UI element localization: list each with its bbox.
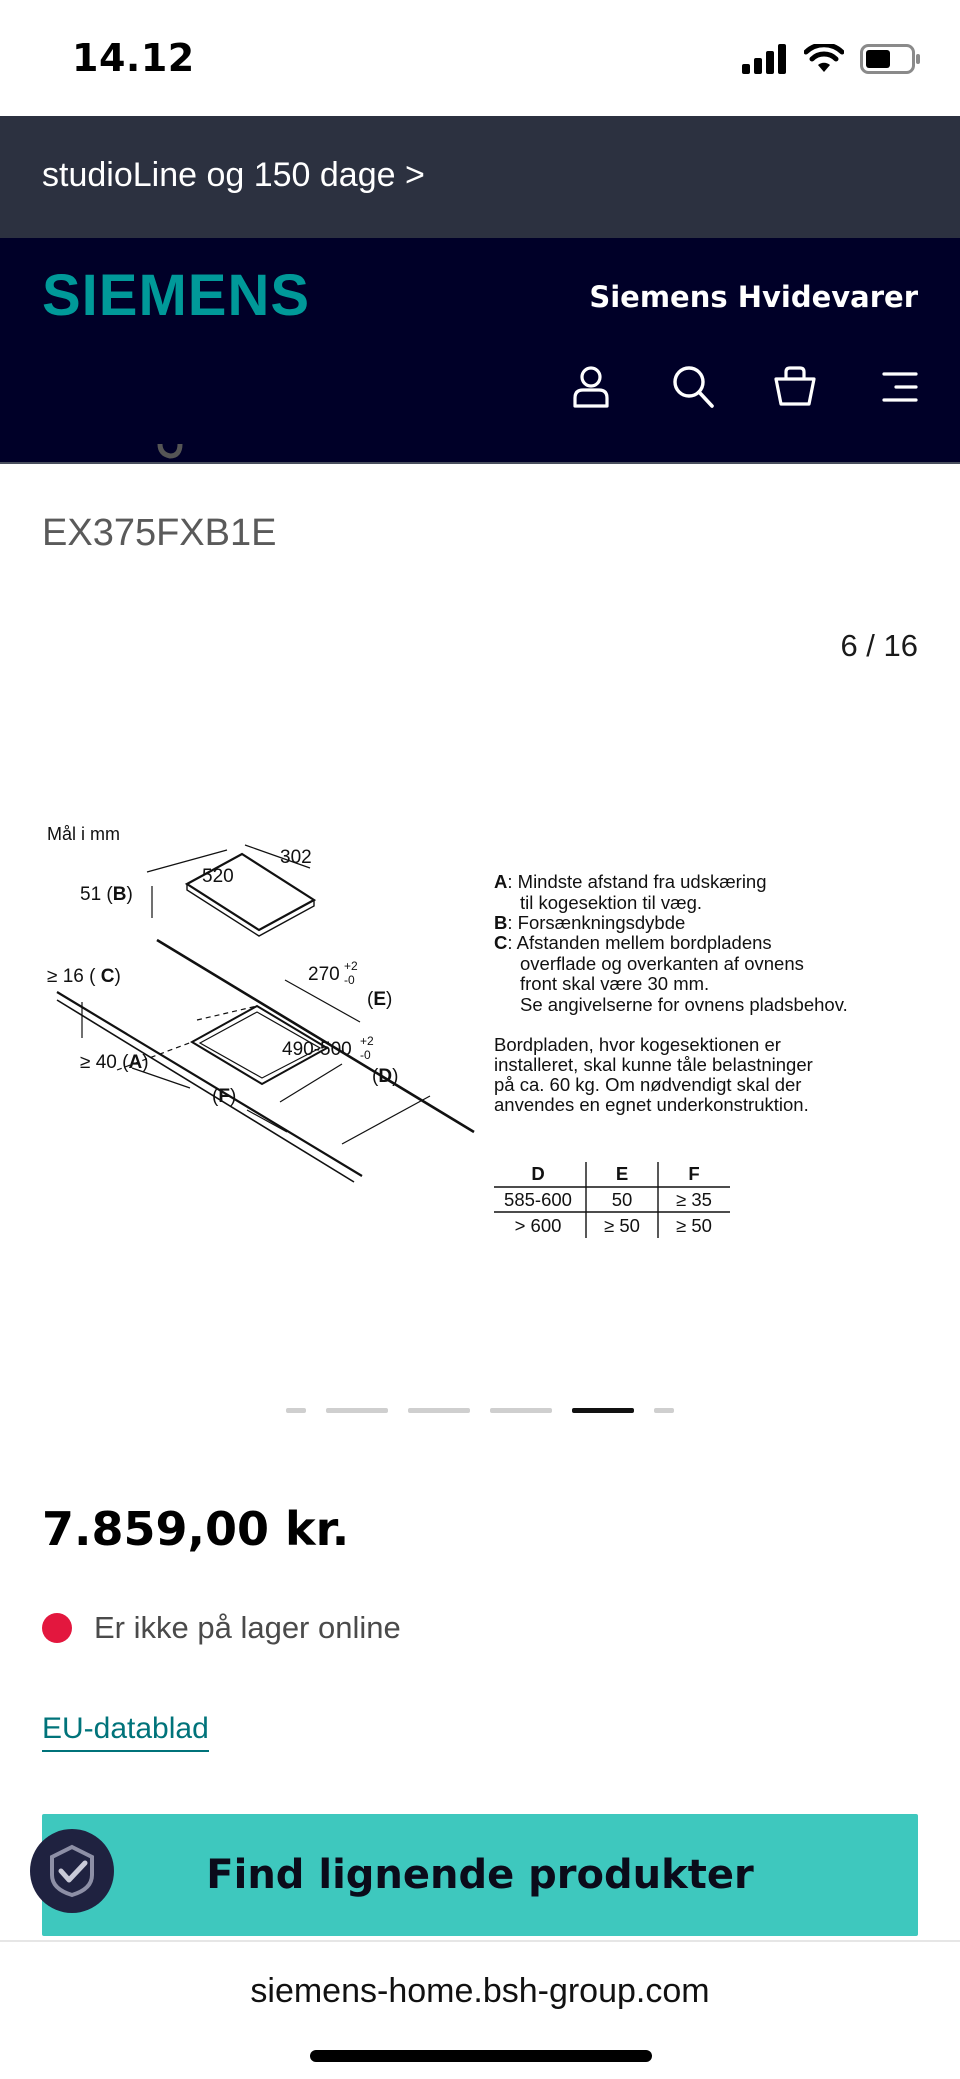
product-model: EX375FXB1E	[42, 512, 277, 554]
svg-text:51 (B): 51 (B)	[80, 884, 133, 905]
label-d: (D)	[372, 1066, 398, 1087]
svg-text:270: 270	[308, 964, 340, 985]
diagram-units: Mål i mm	[47, 824, 120, 844]
status-icons	[742, 40, 922, 78]
svg-text:A: Mindste afstand fra udskæri: A: Mindste afstand fra udskæring	[494, 871, 767, 892]
svg-text:≥ 16 ( C): ≥ 16 ( C)	[47, 966, 121, 987]
svg-text:front skal være 30 mm.: front skal være 30 mm.	[520, 973, 709, 994]
gallery-counter: 6 / 16	[840, 628, 918, 663]
promo-text[interactable]: studioLine og 150 dage >	[42, 156, 425, 194]
svg-text:585-600: 585-600	[504, 1189, 572, 1210]
svg-text:C: Afstanden mellem bordpladen: C: Afstanden mellem bordpladens	[494, 932, 772, 953]
dim-520: 520	[202, 866, 234, 887]
clearance-table: D E F 585-600 50 ≥ 35 > 600 ≥ 50 ≥ 50	[494, 1162, 730, 1238]
carousel-dot-5-active[interactable]	[572, 1408, 634, 1413]
stock-status: Er ikke på lager online	[42, 1610, 401, 1646]
carousel-dot-1[interactable]	[286, 1408, 306, 1413]
svg-text:til kogesektion til væg.: til kogesektion til væg.	[520, 892, 702, 913]
svg-text:Se angivelserne for ovnens pla: Se angivelserne for ovnens pladsbehov.	[520, 994, 848, 1015]
svg-text:F: F	[688, 1163, 699, 1184]
svg-text:anvendes en egnet underkonstru: anvendes en egnet underkonstruktion.	[494, 1094, 809, 1115]
diagram-note: Bordpladen, hvor kogesektionen er instal…	[494, 1034, 813, 1115]
dim-302: 302	[280, 847, 312, 868]
svg-text:> 600: > 600	[515, 1215, 562, 1236]
search-icon[interactable]	[668, 362, 718, 412]
battery-icon	[860, 44, 920, 74]
browser-url-bar[interactable]: siemens-home.bsh-group.com	[0, 1940, 960, 2079]
svg-text:E: E	[616, 1163, 628, 1184]
url-text[interactable]: siemens-home.bsh-group.com	[250, 1972, 710, 2010]
label-e: (E)	[367, 989, 392, 1010]
basket-icon[interactable]	[770, 362, 820, 412]
out-of-stock-dot-icon	[42, 1613, 72, 1643]
svg-text:-0: -0	[360, 1048, 371, 1062]
status-bar: 14.12	[0, 0, 960, 116]
svg-text:490-500: 490-500	[282, 1039, 352, 1060]
diagram-legend: A: Mindste afstand fra udskæring til kog…	[494, 871, 848, 1015]
carousel-dot-4[interactable]	[490, 1408, 552, 1413]
dim-16: ≥ 16 ( C)	[47, 966, 121, 987]
check-shield-icon	[50, 1844, 94, 1898]
dim-490: 490-500 +2 -0	[282, 1034, 374, 1062]
promo-banner[interactable]: studioLine og 150 dage >	[0, 116, 960, 238]
eu-datasheet-link[interactable]: EU-datablad	[42, 1712, 209, 1752]
menu-icon[interactable]	[874, 362, 924, 412]
svg-text:D: D	[531, 1163, 544, 1184]
svg-text:50: 50	[612, 1189, 633, 1210]
dim-270: 270 +2 -0	[308, 959, 358, 987]
carousel-dot-6[interactable]	[654, 1408, 674, 1413]
carousel-dot-3[interactable]	[408, 1408, 470, 1413]
svg-text:Bordpladen, hvor kogesektionen: Bordpladen, hvor kogesektionen er	[494, 1034, 781, 1055]
svg-text:+2: +2	[360, 1034, 374, 1048]
svg-text:installeret, skal kunne tåle b: installeret, skal kunne tåle belastninge…	[494, 1054, 813, 1075]
hob-drawing	[56, 844, 475, 1183]
svg-text:≥ 50: ≥ 50	[676, 1215, 712, 1236]
stock-status-text: Er ikke på lager online	[94, 1610, 401, 1645]
product-title-fragment	[157, 444, 183, 459]
site-header: SIEMENS Siemens Hvidevarer	[0, 238, 960, 464]
svg-text:(E): (E)	[367, 989, 392, 1010]
wifi-icon	[804, 44, 844, 72]
dim-51: 51 (B)	[80, 884, 133, 905]
svg-text:(D): (D)	[372, 1066, 398, 1087]
svg-text:≥ 50: ≥ 50	[604, 1215, 640, 1236]
svg-text:+2: +2	[344, 959, 358, 973]
svg-text:-0: -0	[344, 973, 355, 987]
carousel-indicator[interactable]	[286, 1408, 674, 1414]
find-similar-products-button[interactable]: Find lignende produkter	[42, 1814, 918, 1936]
user-icon[interactable]	[566, 362, 616, 412]
siemens-logo[interactable]: SIEMENS	[42, 263, 311, 328]
carousel-dot-2[interactable]	[326, 1408, 388, 1413]
svg-text:≥ 40 (A): ≥ 40 (A)	[80, 1052, 149, 1073]
header-brand-link[interactable]: Siemens Hvidevarer	[589, 280, 918, 314]
status-time: 14.12	[72, 36, 195, 80]
cellular-signal-icon	[742, 44, 786, 74]
svg-text:overflade og overkanten af ovn: overflade og overkanten af ovnens	[520, 953, 804, 974]
svg-text:≥ 35: ≥ 35	[676, 1189, 712, 1210]
svg-text:på ca. 60 kg. Om nødvendigt sk: på ca. 60 kg. Om nødvendigt skal der	[494, 1074, 801, 1095]
home-indicator[interactable]	[310, 2050, 652, 2062]
label-f: (F)	[212, 1086, 236, 1107]
trust-badge[interactable]	[30, 1829, 114, 1913]
installation-diagram[interactable]: Mål i mm 520 302 51 (B) ≥ 16 ( C) ≥ 40 (	[42, 810, 918, 1250]
dim-40: ≥ 40 (A)	[80, 1052, 149, 1073]
svg-text:B: Forsænkningsdybde: B: Forsænkningsdybde	[494, 912, 685, 933]
product-price: 7.859,00 kr.	[42, 1502, 350, 1556]
svg-text:(F): (F)	[212, 1086, 236, 1107]
